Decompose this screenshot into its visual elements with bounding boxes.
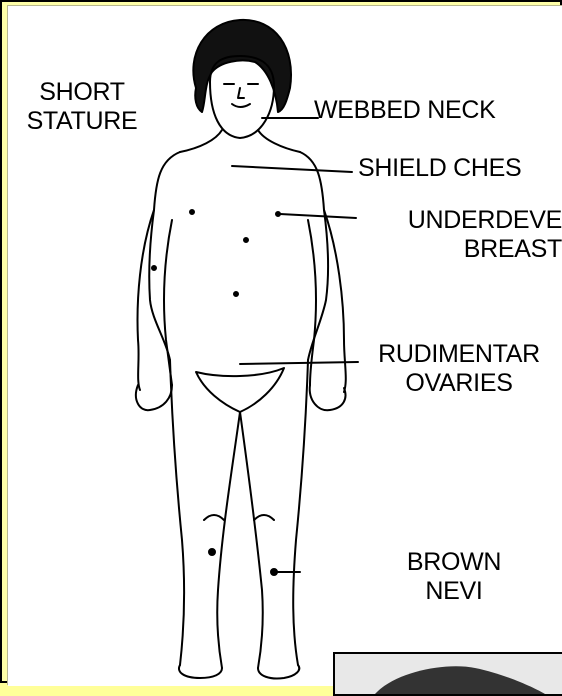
pointer-shield-chest — [232, 166, 352, 172]
nevus-1 — [244, 238, 248, 242]
photo-content — [335, 654, 562, 694]
label-shield-chest: SHIELD CHES — [358, 154, 562, 183]
nevus-2 — [209, 549, 215, 555]
neck — [180, 130, 300, 152]
nose — [238, 88, 244, 98]
pointer-breasts — [280, 214, 356, 218]
left-foot — [179, 665, 222, 678]
right-foot — [258, 665, 299, 679]
label-rudimentary-ovaries: RUDIMENTAR OVARIES — [356, 340, 562, 398]
left-nipple — [190, 210, 194, 214]
label-underdeveloped-breasts: UNDERDEVE BREAST — [358, 206, 562, 264]
pointer-ovaries — [240, 362, 358, 364]
right-hand — [310, 385, 346, 410]
partial-photo — [333, 652, 562, 696]
briefs — [196, 368, 284, 412]
left-hand — [136, 385, 172, 410]
mouth — [232, 104, 250, 107]
label-brown-nevi: BROWN NEVI — [384, 548, 524, 606]
left-arm — [138, 210, 172, 390]
nevus-4 — [152, 266, 156, 270]
label-short-stature: SHORT STATURE — [12, 78, 152, 136]
knees — [204, 515, 274, 520]
label-webbed-neck: WEBBED NECK — [314, 96, 495, 125]
navel — [234, 292, 238, 296]
